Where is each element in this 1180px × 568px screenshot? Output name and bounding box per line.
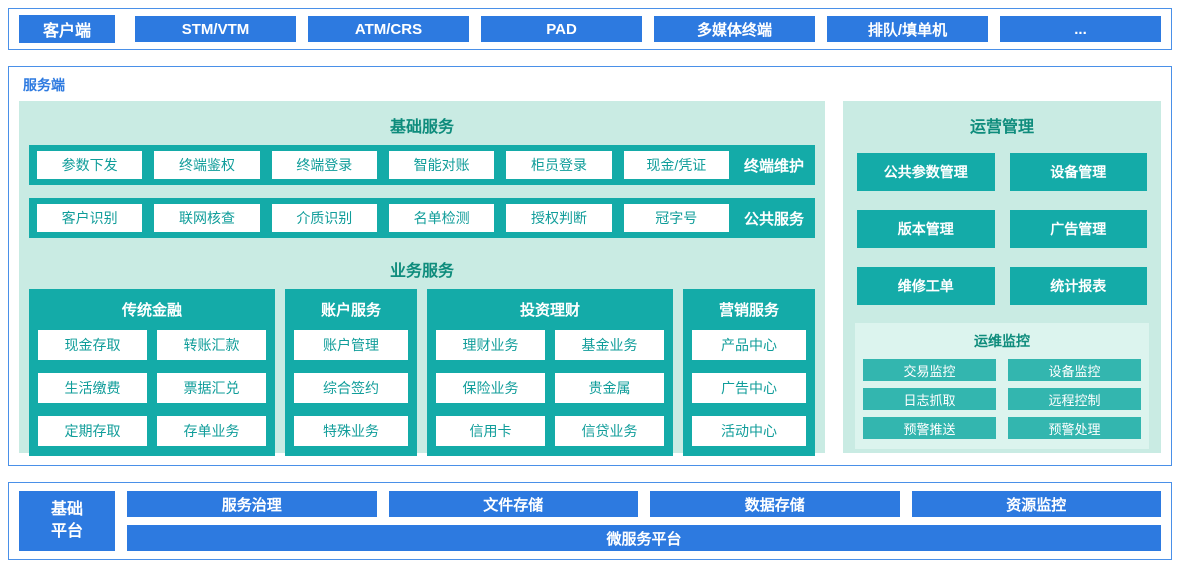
business-service-node: 贵金属	[555, 373, 664, 403]
monitoring-node: 设备监控	[1008, 359, 1141, 381]
group-title: 账户服务	[320, 302, 381, 319]
public-service-label: 公共服务	[743, 210, 804, 228]
business-service-node: 保险业务	[436, 373, 545, 403]
business-service-node: 综合签约	[294, 373, 408, 403]
group-marketing: 营销服务 产品中心 广告中心 活动中心	[683, 289, 815, 456]
basic-service-node: 授权判断	[506, 204, 612, 232]
business-groups: 传统金融 现金存取 转账汇款 生活缴费 票据汇兑 定期存取 存单业务 账户服务 …	[29, 289, 815, 456]
operations-node: 公共参数管理	[857, 153, 995, 191]
platform-item-service-governance: 服务治理	[127, 491, 377, 517]
basic-services-title: 基础服务	[389, 119, 454, 136]
platform-body: 服务治理 文件存储 数据存储 资源监控 微服务平台	[127, 491, 1161, 551]
platform-item-resource-monitoring: 资源监控	[911, 491, 1161, 517]
group-traditional-finance: 传统金融 现金存取 转账汇款 生活缴费 票据汇兑 定期存取 存单业务	[29, 289, 275, 456]
business-service-node: 广告中心	[692, 373, 806, 403]
platform-label-text: 基础平台	[50, 501, 83, 540]
platform-item-file-storage: 文件存储	[388, 491, 638, 517]
monitoring-node: 日志抓取	[863, 388, 996, 410]
operations-node: 统计报表	[1009, 267, 1147, 305]
basic-service-node: 智能对账	[388, 151, 495, 179]
client-label: 客户端	[19, 15, 115, 43]
basic-service-node: 冠字号	[623, 204, 729, 232]
business-service-node: 理财业务	[436, 330, 545, 360]
platform-row: 服务治理 文件存储 数据存储 资源监控	[127, 491, 1161, 517]
client-item-more: ...	[1000, 16, 1161, 42]
business-service-node: 特殊业务	[294, 416, 408, 446]
group-account-services: 账户服务 账户管理 综合签约 特殊业务	[285, 289, 417, 456]
basic-service-node: 介质识别	[271, 204, 377, 232]
services-panel: 基础服务 参数下发 终端鉴权 终端登录 智能对账 柜员登录 现金/凭证 终端维护…	[19, 101, 825, 456]
basic-service-node: 终端登录	[271, 151, 377, 179]
group-investment: 投资理财 理财业务 基金业务 保险业务 贵金属 信用卡 信贷业务	[427, 289, 673, 456]
client-item-pad: PAD	[481, 16, 642, 42]
basic-service-node: 现金/凭证	[623, 151, 729, 179]
client-item-atm-crs: ATM/CRS	[308, 16, 469, 42]
basic-service-node: 柜员登录	[506, 151, 612, 179]
business-service-node: 基金业务	[555, 330, 664, 360]
business-service-node: 信用卡	[436, 416, 545, 446]
business-service-node: 信贷业务	[555, 416, 664, 446]
terminal-maintenance-label: 终端维护	[743, 157, 804, 175]
group-title: 传统金融	[121, 302, 182, 319]
monitoring-grid: 交易监控 设备监控 日志抓取 远程控制 预警推送 预警处理	[863, 359, 1141, 439]
operations-panel: 运营管理 公共参数管理 设备管理 版本管理 广告管理 维修工单 统计报表 运维监…	[843, 101, 1161, 453]
business-service-node: 产品中心	[692, 330, 806, 360]
basic-service-node: 名单检测	[388, 204, 495, 232]
client-item-stm-vtm: STM/VTM	[135, 16, 296, 42]
operations-grid: 公共参数管理 设备管理 版本管理 广告管理 维修工单 统计报表	[855, 145, 1149, 307]
monitoring-node: 预警推送	[863, 417, 996, 439]
business-service-node: 转账汇款	[157, 330, 266, 360]
business-service-node: 现金存取	[38, 330, 147, 360]
server-label: 服务端	[23, 77, 65, 93]
business-service-node: 活动中心	[692, 416, 806, 446]
server-body: 基础服务 参数下发 终端鉴权 终端登录 智能对账 柜员登录 现金/凭证 终端维护…	[19, 101, 1161, 456]
client-section: 客户端 STM/VTM ATM/CRS PAD 多媒体终端 排队/填单机 ...	[8, 8, 1172, 50]
operations-node: 维修工单	[857, 267, 995, 305]
business-service-node: 票据汇兑	[157, 373, 266, 403]
client-items: STM/VTM ATM/CRS PAD 多媒体终端 排队/填单机 ...	[135, 16, 1161, 42]
monitoring-title: 运维监控	[974, 333, 1030, 349]
client-item-multimedia-terminal: 多媒体终端	[654, 16, 815, 42]
public-service-row: 客户识别 联网核查 介质识别 名单检测 授权判断 冠字号 公共服务	[29, 198, 815, 238]
business-service-node: 账户管理	[294, 330, 408, 360]
basic-service-node: 终端鉴权	[154, 151, 260, 179]
microservice-platform-bar: 微服务平台	[127, 525, 1161, 551]
operations-title: 运营管理	[969, 119, 1034, 136]
business-service-node: 生活缴费	[38, 373, 147, 403]
monitoring-node: 远程控制	[1008, 388, 1141, 410]
business-service-node: 定期存取	[38, 416, 147, 446]
platform-label: 基础平台	[19, 491, 115, 551]
operations-node: 设备管理	[1009, 153, 1147, 191]
monitoring-panel: 运维监控 交易监控 设备监控 日志抓取 远程控制 预警推送 预警处理	[855, 323, 1149, 449]
business-service-node: 存单业务	[157, 416, 266, 446]
group-title: 投资理财	[519, 302, 580, 319]
basic-service-node: 客户识别	[37, 204, 143, 232]
client-item-queue-machine: 排队/填单机	[827, 16, 988, 42]
server-section: 服务端 基础服务 参数下发 终端鉴权 终端登录 智能对账 柜员登录 现金/凭证 …	[8, 66, 1172, 466]
terminal-maintenance-row: 参数下发 终端鉴权 终端登录 智能对账 柜员登录 现金/凭证 终端维护	[29, 145, 815, 185]
platform-section: 基础平台 服务治理 文件存储 数据存储 资源监控 微服务平台	[8, 482, 1172, 560]
platform-item-data-storage: 数据存储	[650, 491, 900, 517]
operations-node: 广告管理	[1009, 210, 1147, 248]
basic-service-node: 联网核查	[154, 204, 260, 232]
monitoring-node: 交易监控	[863, 359, 996, 381]
basic-service-node: 参数下发	[37, 151, 143, 179]
monitoring-node: 预警处理	[1008, 417, 1141, 439]
business-services-title: 业务服务	[389, 263, 454, 280]
operations-node: 版本管理	[857, 210, 995, 248]
group-title: 营销服务	[718, 302, 779, 319]
